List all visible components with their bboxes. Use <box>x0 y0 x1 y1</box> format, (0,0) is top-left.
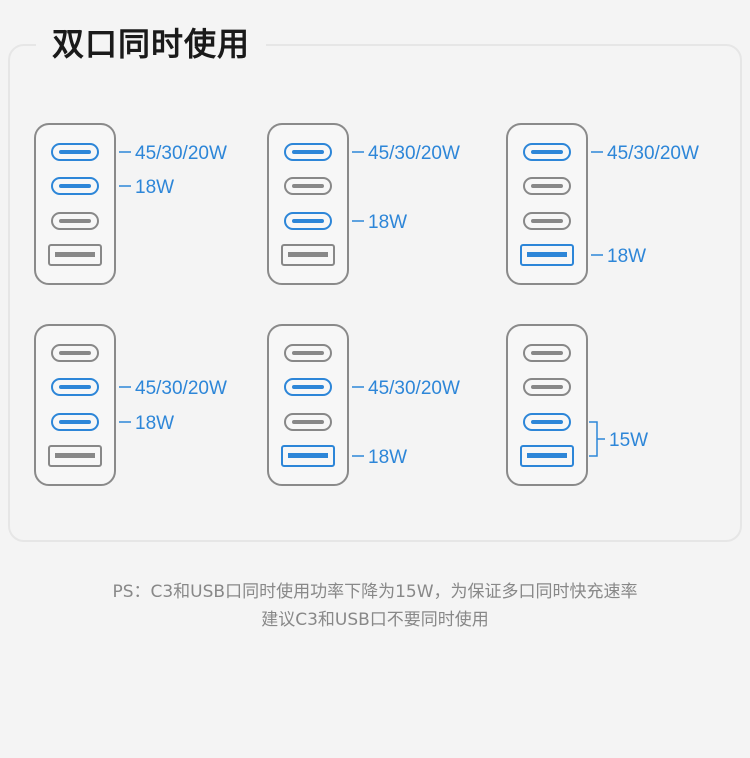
usb-a-port-tongue <box>527 453 567 458</box>
usb-c-port <box>523 177 571 195</box>
usb-c-port <box>284 413 332 431</box>
usb-a-port <box>520 244 574 266</box>
power-label: 45/30/20W <box>135 378 227 399</box>
usb-c-port <box>523 212 571 230</box>
usb-c-port <box>51 143 99 161</box>
usb-c-port <box>51 177 99 195</box>
charger-body <box>34 324 116 486</box>
power-label: 45/30/20W <box>135 143 227 164</box>
power-label: 45/30/20W <box>607 143 699 164</box>
power-label: 18W <box>135 177 174 198</box>
power-label: 18W <box>368 447 407 468</box>
power-label: 45/30/20W <box>368 143 460 164</box>
usb-c-port <box>284 212 332 230</box>
power-label: 45/30/20W <box>368 378 460 399</box>
power-label: 15W <box>609 430 648 451</box>
usb-c-port <box>51 344 99 362</box>
bracket-line <box>589 421 598 457</box>
charger-body <box>267 324 349 486</box>
usb-a-port-tongue <box>288 252 328 257</box>
usb-c-port <box>51 212 99 230</box>
usb-c-port <box>523 413 571 431</box>
power-label: 18W <box>368 212 407 233</box>
usb-a-port <box>48 445 102 467</box>
charger-diagram: 45/30/20W 18W 45/30/20W 18W 45/30/20W 18W 45/3… <box>34 123 699 486</box>
footnote-line-1: PS：C3和USB口同时使用功率下降为15W，为保证多口同时快充速率 <box>112 582 638 602</box>
usb-a-port-tongue <box>55 453 95 458</box>
usb-c-port <box>284 177 332 195</box>
usb-c-port <box>284 378 332 396</box>
usb-a-port-tongue <box>288 453 328 458</box>
usb-a-port <box>520 445 574 467</box>
power-label: 18W <box>607 246 646 267</box>
usb-c-port <box>51 378 99 396</box>
usb-a-port-tongue <box>55 252 95 257</box>
charger-body <box>267 123 349 285</box>
charger-body <box>506 324 588 486</box>
section-title: 双口同时使用 <box>36 22 267 66</box>
usb-c-port <box>51 413 99 431</box>
usb-a-port <box>281 244 335 266</box>
charger-body <box>34 123 116 285</box>
usb-a-port <box>281 445 335 467</box>
usb-c-port <box>523 143 571 161</box>
usb-c-port <box>523 378 571 396</box>
diagram-panel <box>8 44 742 542</box>
usb-a-port <box>48 244 102 266</box>
power-label: 18W <box>135 413 174 434</box>
usb-a-port-tongue <box>527 252 567 257</box>
usb-c-port <box>284 143 332 161</box>
usb-c-port <box>284 344 332 362</box>
usb-c-port <box>523 344 571 362</box>
footnote-line-2: 建议C3和USB口不要同时使用 <box>261 610 489 630</box>
footnote: PS：C3和USB口同时使用功率下降为15W，为保证多口同时快充速率 建议C3和… <box>0 578 750 634</box>
charger-body <box>506 123 588 285</box>
